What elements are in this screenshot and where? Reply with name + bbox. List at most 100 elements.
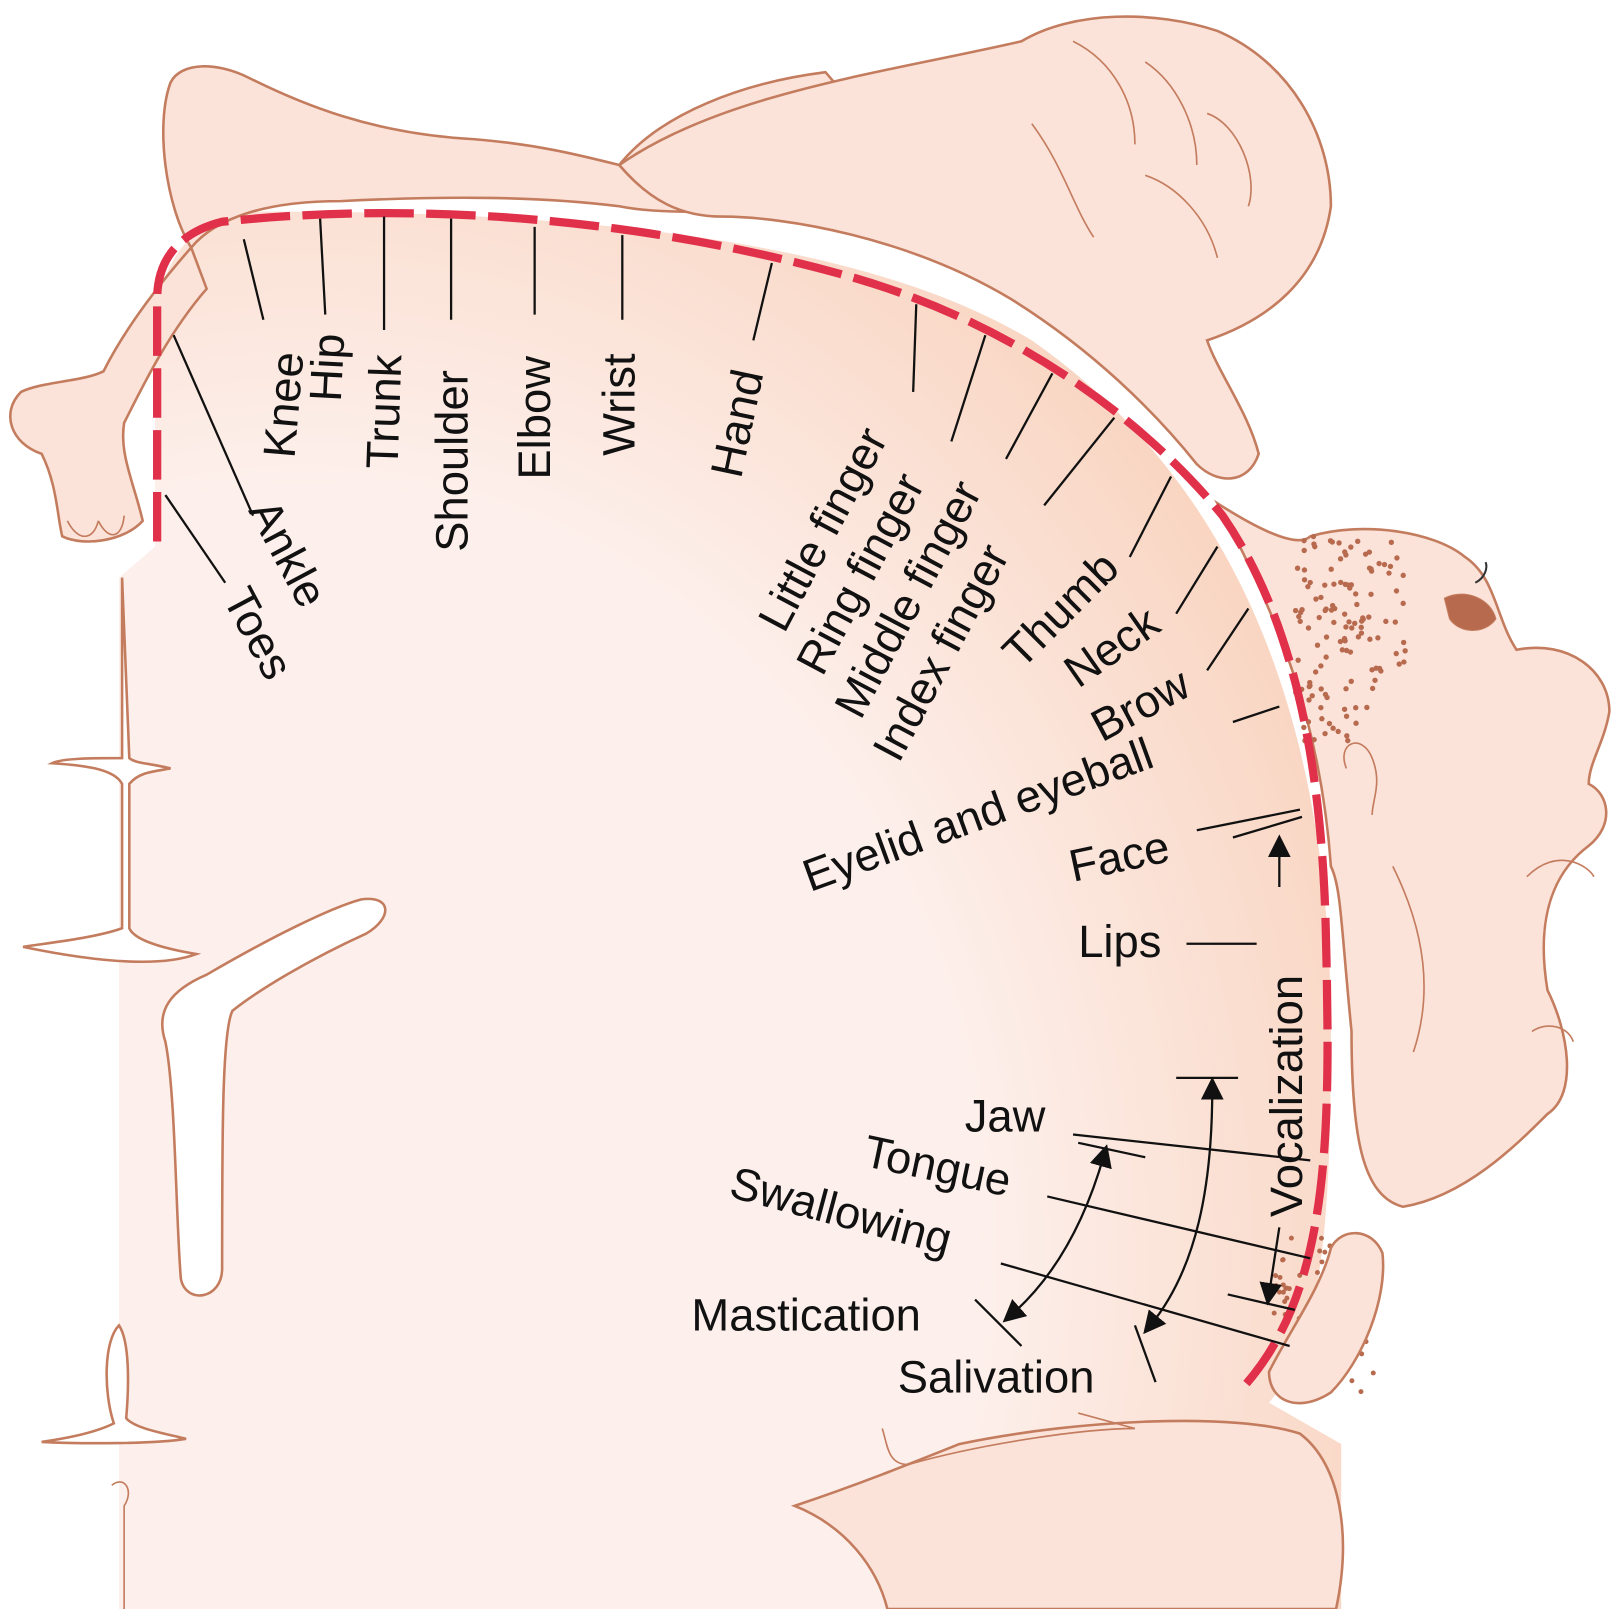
stipple-dot [1358,624,1364,631]
stipple-dot [1288,1235,1294,1241]
stipple-dot [1329,602,1336,609]
stipple-dot [1314,1270,1320,1275]
stipple-dot [1400,639,1407,646]
stipple-dot [1273,1273,1279,1279]
stipple-dot [1345,737,1351,744]
ear [1343,742,1378,815]
stipple-dot [1358,630,1365,636]
stipple-dot [1369,667,1375,673]
stipple-dot [1295,657,1301,663]
stipple-dot [1311,541,1317,547]
stipple-dot [1396,661,1402,667]
fissure-bottom [111,1481,130,1609]
stipple-dot [1313,596,1319,602]
label-vocalization: Vocalization [1261,975,1312,1217]
stipple-dot [1322,582,1328,588]
temporal-lobe [790,1419,1345,1609]
stipple-dot [1360,615,1366,621]
stipple-dot [1368,591,1374,597]
stipple-dot [1370,1370,1376,1376]
stipple-dot [1319,1259,1325,1265]
label-salivation: Salivation [898,1351,1095,1402]
fissure-upper [22,577,202,964]
stipple-dot [1393,650,1399,657]
stipple-dot [1301,567,1308,573]
stipple-dot [1358,1389,1364,1395]
stipple-dot [1328,566,1334,572]
stipple-dot [1322,730,1328,737]
stipple-dot [1283,1285,1289,1291]
stipple-dot [1368,568,1375,574]
label-hip: Hip [300,332,354,403]
leader-lines [164,216,1311,1383]
stipple-dot [1318,704,1324,711]
stipple-dot [1401,659,1407,665]
stipple-dot [1383,618,1389,625]
stipple-dot [1331,619,1337,626]
temporal-sulcus [881,1412,1136,1466]
eye [1443,593,1497,631]
stipple-dot [1355,538,1361,544]
stipple-dot [1310,533,1317,540]
stipple-dot [1375,635,1381,641]
stipple-dot [1322,691,1329,698]
stipple-dot [1317,1248,1323,1254]
stipple-dot [1343,713,1350,719]
stipple-dot [1341,635,1348,642]
stipple-dot [1301,577,1308,583]
stipple-dot [1387,563,1394,570]
stipple-dot [1348,678,1354,684]
stipple-dot [1331,581,1337,587]
stipple-dot [1305,583,1311,590]
stipple-dot [1271,1310,1277,1316]
stipple-dot [1323,606,1329,612]
stipple-dot [1318,594,1324,601]
stipple-dot [1292,607,1299,614]
stipple-dot [1301,547,1307,554]
stipple-dot [1347,585,1353,591]
stipple-dot [1349,625,1355,631]
stipple-dot [1326,720,1333,727]
label-shoulder: Shoulder [427,370,478,552]
stipple-dot [1301,724,1307,731]
stipple-dot [1297,618,1303,625]
stipple-dot [1294,565,1301,571]
stipple-dot [1341,611,1348,617]
stipple-dot [1372,677,1378,683]
stipple-dot [1280,1257,1286,1263]
stipple-dot [1336,540,1342,546]
label-trunk: Trunk [356,353,411,469]
stipple-dot [1273,1283,1279,1289]
stipple-dot [1306,697,1312,703]
stipple-dot [1364,704,1370,711]
stipple-dot [1328,607,1335,613]
stipple-dot [1400,600,1406,607]
stipple-dot [1338,579,1344,586]
stipple-dot [1402,648,1408,654]
stipple-dot [1296,613,1302,620]
stipple-dot [1367,636,1373,642]
stipple-dot [1297,609,1304,616]
fingers-detail [1031,40,1252,259]
label-knee: Knee [253,350,313,460]
stipple-dot [1318,1235,1324,1241]
stipple-dot [1318,686,1324,692]
stipple-dot [1330,725,1336,731]
stipple-dot [1343,647,1350,654]
label-wrist: Wrist [594,353,645,456]
homunculus-hand [617,15,1333,480]
stipple-dot [1316,614,1322,621]
stipple-dot [1343,624,1349,630]
stipple-dot [1348,544,1354,550]
stipple-dot [1349,1378,1355,1384]
stipple-dot [1309,693,1315,699]
motor-cortex-boundary [153,209,1332,1390]
stipple-dot [1352,620,1358,626]
mouth-detail [1392,859,1595,1053]
stipple-dot [1369,685,1376,692]
stipple-dot [1362,551,1369,557]
stipple-dot [1307,579,1313,586]
stipple-dot [1353,591,1359,597]
